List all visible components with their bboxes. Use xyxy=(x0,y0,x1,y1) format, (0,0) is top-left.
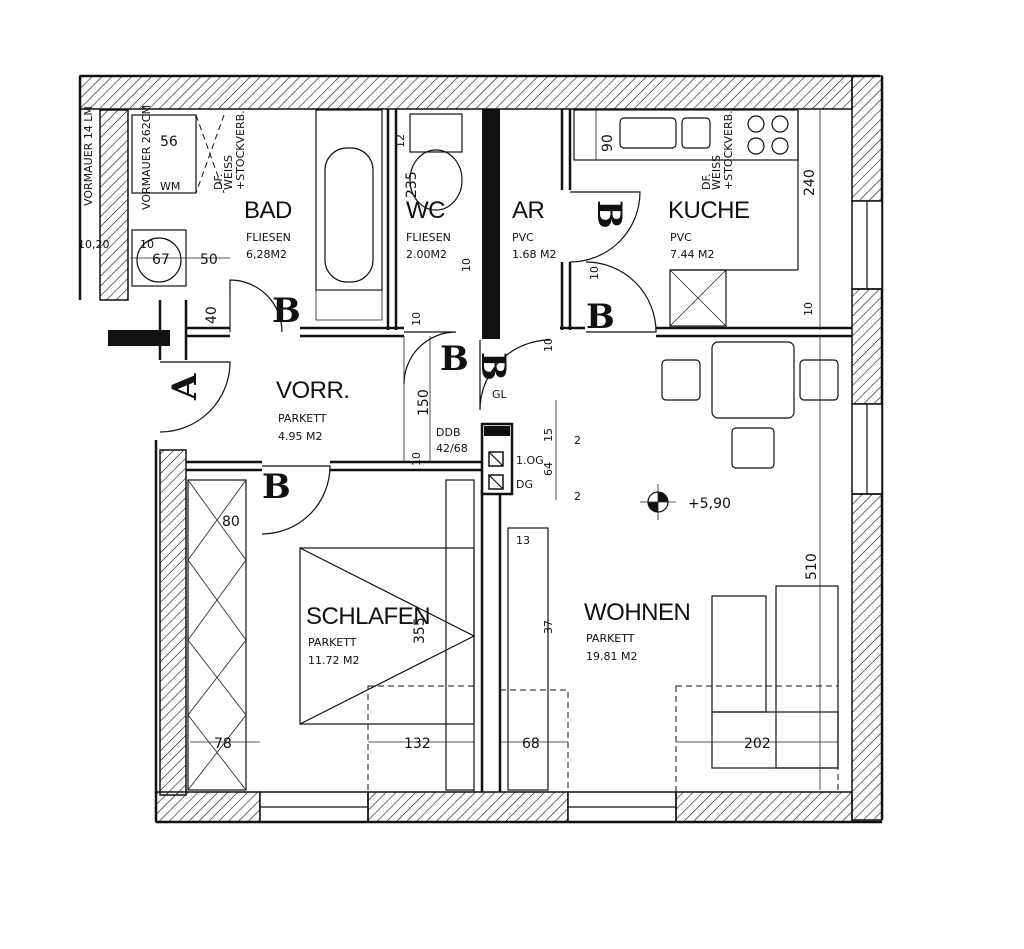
room-floor: PARKETT xyxy=(278,412,327,425)
fixtures xyxy=(131,109,839,793)
note-two-b: 2 xyxy=(574,490,581,503)
door-label-schlafen: B xyxy=(262,467,291,507)
room-area: 11.72 M2 xyxy=(308,654,359,667)
dim-37: 37 xyxy=(542,620,555,634)
room-floor: PVC xyxy=(512,231,534,244)
dim-68: 68 xyxy=(522,736,540,752)
note-weiss-right: WEISS xyxy=(710,155,723,190)
note-elevation: +5,90 xyxy=(688,496,731,512)
room-area: 19.81 M2 xyxy=(586,650,637,663)
dim-10-20: 10,20 xyxy=(78,238,110,251)
dim-10-wc-door: 10 xyxy=(410,312,423,326)
room-name: AR xyxy=(512,197,545,224)
annotations: VORMAUER 14 LM VORMAUER 262CM WM DF. WEI… xyxy=(82,105,735,512)
room-area: 6,28M2 xyxy=(246,248,287,261)
dimension-lines xyxy=(130,110,838,790)
dim-78: 78 xyxy=(214,736,232,752)
door-label-kuche: B xyxy=(586,297,615,337)
room-name: WOHNEN xyxy=(584,599,690,626)
note-15: 15 xyxy=(542,428,555,442)
room-name: WC xyxy=(406,197,445,224)
room-wohnen: WOHNEN PARKETT 19.81 M2 xyxy=(584,599,691,663)
room-area: 4.95 M2 xyxy=(278,430,322,443)
door-label-shaft: B xyxy=(473,352,513,381)
room-name: BAD xyxy=(244,197,292,224)
room-floor: PVC xyxy=(670,231,692,244)
dim-56: 56 xyxy=(160,134,178,150)
note-wm: WM xyxy=(160,180,180,193)
dim-355: 355 xyxy=(412,617,428,644)
door-label-ar: B xyxy=(589,200,629,229)
room-name: SCHLAFEN xyxy=(306,603,430,630)
dim-10-kuche-door: 10 xyxy=(588,266,601,280)
dim-202: 202 xyxy=(744,736,771,752)
room-wc: WC FLIESEN 2.00M2 xyxy=(406,197,451,261)
room-vorr: VORR. PARKETT 4.95 M2 xyxy=(276,377,350,443)
note-two-a: 2 xyxy=(574,434,581,447)
dim-10-wc: 10 xyxy=(460,258,473,272)
room-schlafen: SCHLAFEN PARKETT 11.72 M2 xyxy=(306,603,431,667)
room-floor: PARKETT xyxy=(308,636,357,649)
outer-walls xyxy=(78,74,884,824)
note-gl: GL xyxy=(492,388,508,401)
dim-12: 12 xyxy=(394,134,407,148)
note-stock-right: +STOCKVERB. xyxy=(722,110,735,190)
room-area: 7.44 M2 xyxy=(670,248,714,261)
room-floor: FLIESEN xyxy=(406,231,451,244)
dim-132: 132 xyxy=(404,736,431,752)
room-name: VORR. xyxy=(276,377,350,404)
doors xyxy=(159,191,657,535)
dim-80: 80 xyxy=(222,514,240,530)
dim-240: 240 xyxy=(802,169,818,196)
dim-150: 150 xyxy=(416,389,432,416)
note-vormauer: VORMAUER 262CM xyxy=(140,105,153,210)
room-bad: BAD FLIESEN 6,28M2 xyxy=(244,197,293,261)
note-ddb-size: 42/68 xyxy=(436,442,468,455)
room-ar: AR PVC 1.68 M2 xyxy=(512,197,556,261)
door-label-entrance: A xyxy=(165,373,205,401)
dim-235: 235 xyxy=(404,171,420,198)
note-64: 64 xyxy=(542,462,555,476)
dim-10-ar: 10 xyxy=(542,338,555,352)
room-floor: FLIESEN xyxy=(246,231,291,244)
note-top-left: VORMAUER 14 LM xyxy=(82,106,95,206)
room-kuche: KUCHE PVC 7.44 M2 xyxy=(668,197,750,261)
room-name: KUCHE xyxy=(668,197,750,224)
note-1og: 1.OG xyxy=(516,454,544,467)
door-labels: B B B B B B A xyxy=(165,200,629,507)
room-floor: PARKETT xyxy=(586,632,635,645)
note-df-right: DF. xyxy=(700,173,713,190)
note-dg: DG xyxy=(516,478,533,491)
room-area: 1.68 M2 xyxy=(512,248,556,261)
note-ddb: DDB xyxy=(436,426,461,439)
dim-10-bad: 10 xyxy=(140,238,154,251)
dimension-texts: 56 67 50 40 10 10,20 10 10 10 10 10 10 9… xyxy=(78,134,820,752)
interior-walls xyxy=(186,109,852,792)
dim-510: 510 xyxy=(804,553,820,580)
dim-10-vorr: 10 xyxy=(410,452,423,466)
dim-50: 50 xyxy=(200,252,218,268)
dim-40: 40 xyxy=(204,306,220,324)
note-weiss-left: WEISS xyxy=(222,155,235,190)
dim-10-kuche: 10 xyxy=(802,302,815,316)
dim-90: 90 xyxy=(600,134,616,152)
note-stock-left: +STOCKVERB. xyxy=(234,110,247,190)
door-label-bad: B xyxy=(272,291,301,331)
note-df-left: DF. xyxy=(212,173,225,190)
dim-13: 13 xyxy=(516,534,530,547)
door-label-wc: B xyxy=(440,339,469,379)
room-area: 2.00M2 xyxy=(406,248,447,261)
dim-67: 67 xyxy=(152,252,170,268)
